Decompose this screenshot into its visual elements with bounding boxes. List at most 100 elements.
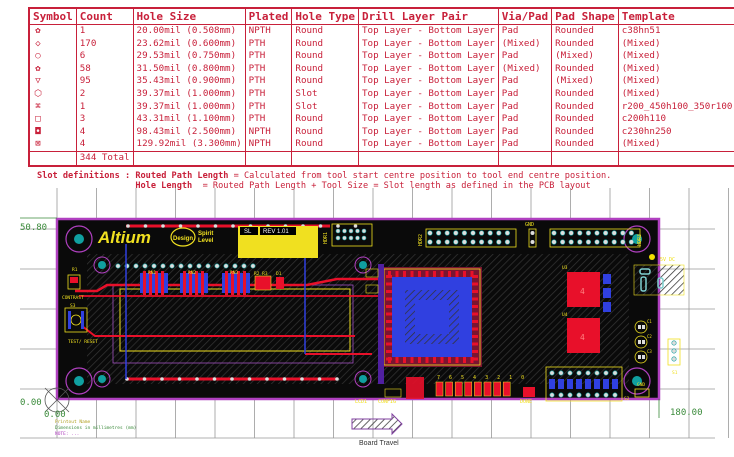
fpga-pin <box>440 357 444 363</box>
regulator-u4 <box>567 318 600 353</box>
s2-pin <box>612 392 618 398</box>
lcd-pad <box>178 263 184 269</box>
hdr1-pin <box>348 228 354 234</box>
dc-jack <box>633 264 685 296</box>
connector-s2 <box>545 366 623 402</box>
coord-top-left: 50.80 <box>20 223 48 233</box>
drill-table-header: Symbol Count Hole Size Plated Hole Type … <box>28 7 734 25</box>
hdr2-pin <box>453 239 459 245</box>
s2-smd <box>594 379 600 389</box>
fpga-pin <box>395 271 399 277</box>
drill-symbol-icon: ⌘ <box>35 101 41 112</box>
dc-jack-pad <box>640 276 647 292</box>
cell-pad-shape: Rounded <box>551 138 619 152</box>
resistor-network-pad <box>189 271 192 295</box>
hdr2-pin <box>470 239 476 245</box>
fpga-pin <box>463 271 466 277</box>
s2-smd <box>612 379 618 389</box>
label-gnd-top: GND <box>525 222 534 228</box>
jumper-outline <box>365 268 379 278</box>
s2-smd <box>549 379 555 389</box>
s2-pin <box>567 392 573 398</box>
hdr3-pin <box>577 239 583 245</box>
fpga-pin <box>472 290 478 293</box>
cell-plated: NPTH <box>244 138 293 152</box>
resistor-network-pad <box>225 271 228 295</box>
fpga-pin <box>472 275 478 278</box>
fpga-pin <box>403 271 406 277</box>
fpga-pin <box>386 275 392 278</box>
cell-plated: NPTH <box>244 24 293 38</box>
col-pad-shape: Pad Shape <box>551 7 619 25</box>
slot-definitions: Slot definitions : Routed Path Length = … <box>37 171 611 191</box>
hdr3-pin <box>602 239 609 245</box>
hdr3-pin <box>594 239 600 245</box>
led <box>454 381 463 397</box>
label-rn2: RN2 <box>188 270 196 276</box>
label-c2: C2 <box>647 334 652 339</box>
hdr2-pin <box>496 239 502 245</box>
lcd-pad <box>169 263 175 269</box>
board-travel-arrow-icon <box>351 412 403 436</box>
lcd-pad <box>241 263 247 269</box>
lcd-pad <box>160 263 166 269</box>
cap-pad <box>642 340 645 344</box>
cell-via-pad: Pad <box>497 24 553 38</box>
hdr1-pin <box>355 235 360 241</box>
spirit-level-line1: Spirit <box>198 231 213 237</box>
cell-template: (Mixed) <box>617 87 734 101</box>
hdr3-pin <box>602 230 609 236</box>
power-led <box>649 254 655 260</box>
s2-pin <box>585 370 591 376</box>
fpga-pin <box>472 282 478 286</box>
s2-pin <box>594 370 600 376</box>
hdr2-pin <box>461 230 468 236</box>
hdr1-pin <box>335 228 341 234</box>
via <box>178 224 183 228</box>
cell-hole-size: 39.37mil (1.000mm) <box>132 100 246 114</box>
mounting-hole-ring <box>65 225 93 253</box>
label-contrast: CONTRAST <box>62 295 84 301</box>
via <box>195 377 199 381</box>
col-layer-pair: Drill Layer Pair <box>358 7 499 25</box>
fpga-pin <box>386 290 392 293</box>
capacitor-c2 <box>634 335 648 349</box>
label-config: CONFIG <box>378 399 396 405</box>
resistor-network-pad <box>201 271 204 295</box>
config-header <box>384 388 402 398</box>
fpga-pin <box>386 357 392 361</box>
hdr1-pin <box>361 228 367 234</box>
col-symbol: Symbol <box>28 7 77 25</box>
s1-pin <box>671 340 677 346</box>
lcd-pad <box>196 263 202 269</box>
fpga-pin <box>472 297 478 301</box>
smd-bottom <box>603 274 611 284</box>
hdr3-pin <box>628 239 635 245</box>
hdr1-pin <box>361 235 367 241</box>
board-outline <box>55 217 661 401</box>
col-count: Count <box>75 7 134 25</box>
cell-layer-pair: Top Layer - Bottom Layer <box>358 37 499 51</box>
led <box>445 381 453 397</box>
cell-plated: PTH <box>244 100 293 114</box>
fpga-pin <box>410 357 414 363</box>
cell-count: 1 <box>75 100 134 114</box>
jumper-outline <box>365 284 379 294</box>
hdr2-pin <box>504 239 511 245</box>
fpga-pin <box>448 357 451 363</box>
cell-count: 4 <box>75 138 134 152</box>
label-s2: S2 <box>624 396 630 402</box>
cell-count: 2 <box>75 87 134 101</box>
label-c1: C1 <box>647 319 652 324</box>
resistor-network-pad <box>155 271 158 295</box>
cell-layer-pair: Top Layer - Bottom Layer <box>358 75 499 88</box>
via <box>335 377 339 381</box>
hdr2-pin <box>504 230 511 236</box>
s2-pin <box>567 370 573 376</box>
drill-symbol-icon: ▽ <box>35 76 41 87</box>
fpga-pin <box>472 305 478 308</box>
mounting-hole <box>74 234 84 244</box>
hdr2-pin <box>453 230 459 236</box>
